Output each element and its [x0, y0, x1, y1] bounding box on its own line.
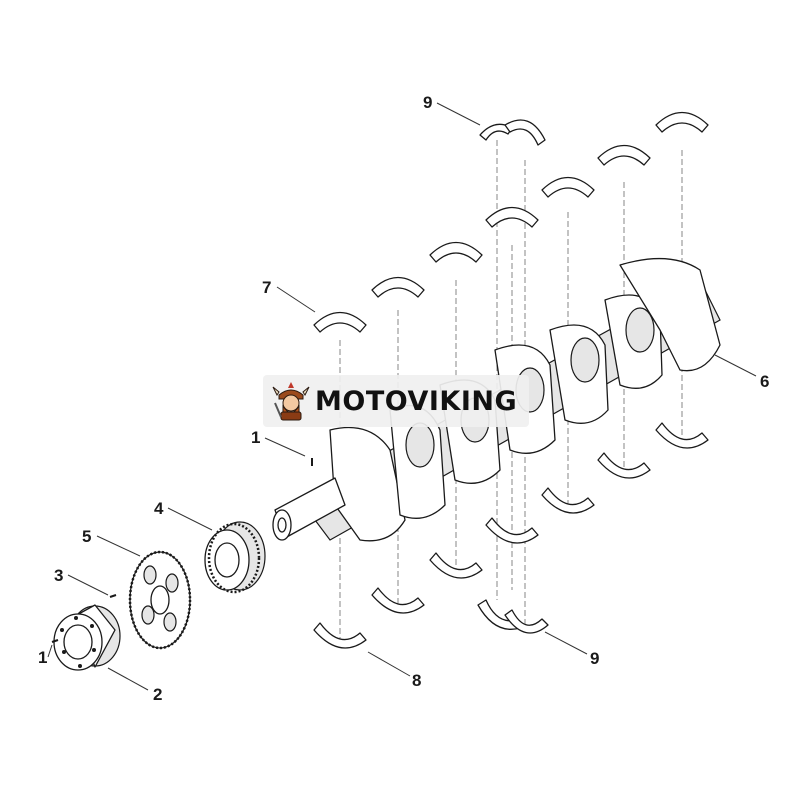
callout-1-bottom: 1 — [38, 648, 47, 667]
viking-mascot-icon — [272, 382, 310, 421]
brand-name: MOTOVIKING — [315, 385, 518, 417]
callout-8: 8 — [412, 671, 421, 690]
lower-thrust-washers — [477, 599, 549, 634]
crankshaft-gear — [204, 521, 266, 594]
brand-watermark: MOTOVIKING — [263, 375, 529, 427]
callout-2: 2 — [153, 685, 162, 704]
callout-7: 7 — [262, 278, 271, 297]
lower-bearing-shells — [313, 422, 709, 649]
callout-4: 4 — [154, 499, 164, 518]
callout-6: 6 — [760, 372, 769, 391]
callout-labels: 9 7 1 4 5 3 1 2 8 9 6 — [38, 93, 769, 704]
upper-bearing-shells — [313, 112, 709, 333]
callout-1-top: 1 — [251, 428, 260, 447]
callout-3: 3 — [54, 566, 63, 585]
callout-9-bottom: 9 — [590, 649, 599, 668]
pins — [51, 594, 117, 643]
leader-lines — [47, 102, 757, 691]
upper-thrust-washers — [479, 119, 546, 146]
callout-5: 5 — [82, 527, 91, 546]
hub-ring — [53, 604, 121, 671]
callout-9-top: 9 — [423, 93, 432, 112]
drive-gear — [128, 550, 192, 650]
